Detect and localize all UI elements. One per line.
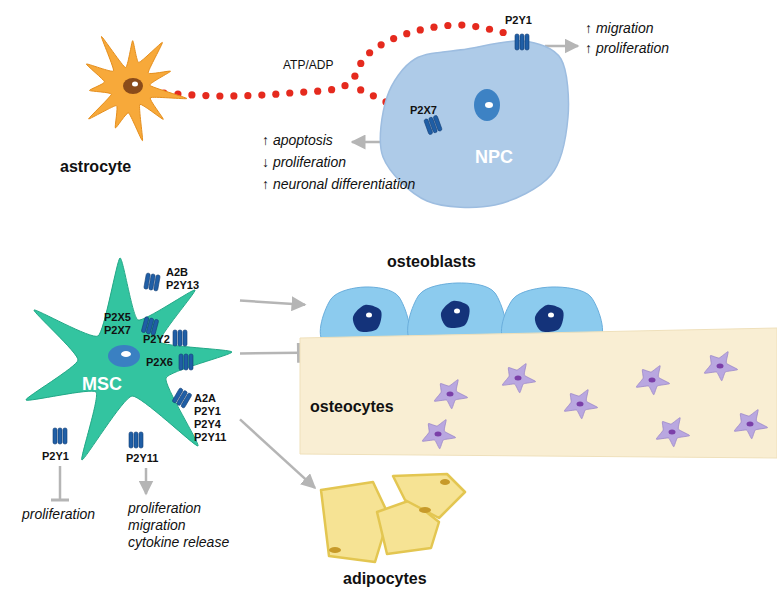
cell-label: astrocyte [60, 158, 131, 176]
cell-label: osteoblasts [387, 253, 476, 271]
receptor-icon [179, 354, 193, 370]
connector-arrow [240, 301, 305, 305]
effect-label: ↓ proliferation [262, 154, 346, 171]
signal-label: ATP/ADP [283, 58, 333, 72]
connector-arrow [240, 351, 300, 354]
atp-dot [500, 29, 507, 36]
receptor-label: P2X7 [104, 324, 131, 337]
atp-dot [341, 82, 348, 89]
effect-label: migration [128, 517, 186, 534]
atp-dot [272, 91, 279, 98]
atp-dot [378, 41, 385, 48]
inhibit-line [59, 466, 62, 499]
receptor-label: P2Y11 [126, 452, 158, 465]
atp-dot [314, 88, 321, 95]
atp-dot [486, 26, 493, 33]
atp-dot [202, 92, 209, 99]
receptor-label: P2Y2 [143, 333, 170, 346]
receptor-label: A2B [166, 266, 188, 279]
receptor-label: A2A [194, 392, 216, 405]
receptor-icon [173, 330, 187, 346]
atp-dot [403, 30, 410, 37]
effect-label: ↑ apoptosis [262, 132, 333, 149]
effect-arrow [145, 468, 148, 494]
receptor-icon [141, 316, 159, 335]
receptor-icon [144, 273, 161, 291]
cell-label: adipocytes [343, 570, 427, 588]
atp-dot [366, 49, 373, 56]
atp-dot [458, 21, 465, 28]
effect-label: proliferation [128, 500, 201, 517]
receptor-label: P2X5 [104, 311, 131, 324]
inhibit-bar [51, 499, 69, 502]
atp-dot [417, 26, 424, 33]
effect-label: ↑ proliferation [585, 40, 669, 57]
effect-arrow [545, 45, 578, 48]
receptor-label: P2Y1 [194, 405, 221, 418]
atp-dot [300, 88, 307, 95]
atp-dot [444, 22, 451, 29]
atp-dot [357, 60, 364, 67]
cell-node: astrocyte [25, 22, 200, 182]
atp-dot [216, 92, 223, 99]
receptor-icon [424, 115, 443, 135]
atp-dot [328, 86, 335, 93]
atp-dot [258, 91, 265, 98]
atp-dot [430, 24, 437, 31]
atp-dot [188, 91, 195, 98]
tissue-node: adipocytes [315, 470, 485, 598]
receptor-icon [129, 432, 143, 448]
cell-label: MSC [82, 374, 122, 395]
receptor-label: P2Y1 [505, 14, 532, 27]
effect-label: ↑ neuronal differentiation [262, 176, 415, 193]
receptor-label: P2X6 [146, 356, 173, 369]
receptor-label: P2X7 [410, 104, 437, 117]
atp-dot [351, 73, 358, 80]
effect-label: proliferation [22, 506, 95, 523]
atp-dot [357, 86, 364, 93]
receptor-label: P2Y13 [166, 279, 199, 292]
receptor-icon [53, 428, 67, 444]
atp-dot [472, 23, 479, 30]
receptor-label: P2Y1 [42, 450, 69, 463]
cell-shape [300, 328, 777, 458]
tissue-node: osteocytes [300, 328, 777, 458]
receptor-label: P2Y11 [194, 431, 226, 444]
receptor-label: P2Y4 [194, 418, 221, 431]
atp-dot [390, 35, 397, 42]
receptor-icon [515, 34, 529, 50]
receptor-icon [172, 388, 192, 409]
atp-dot [286, 89, 293, 96]
cell-label: osteocytes [310, 398, 394, 416]
cell-label: NPC [475, 147, 513, 168]
atp-dot [370, 92, 377, 99]
atp-dot [230, 92, 237, 99]
effect-label: cytokine release [128, 534, 229, 551]
effect-label: ↑ migration [585, 20, 653, 37]
atp-dot [244, 92, 251, 99]
